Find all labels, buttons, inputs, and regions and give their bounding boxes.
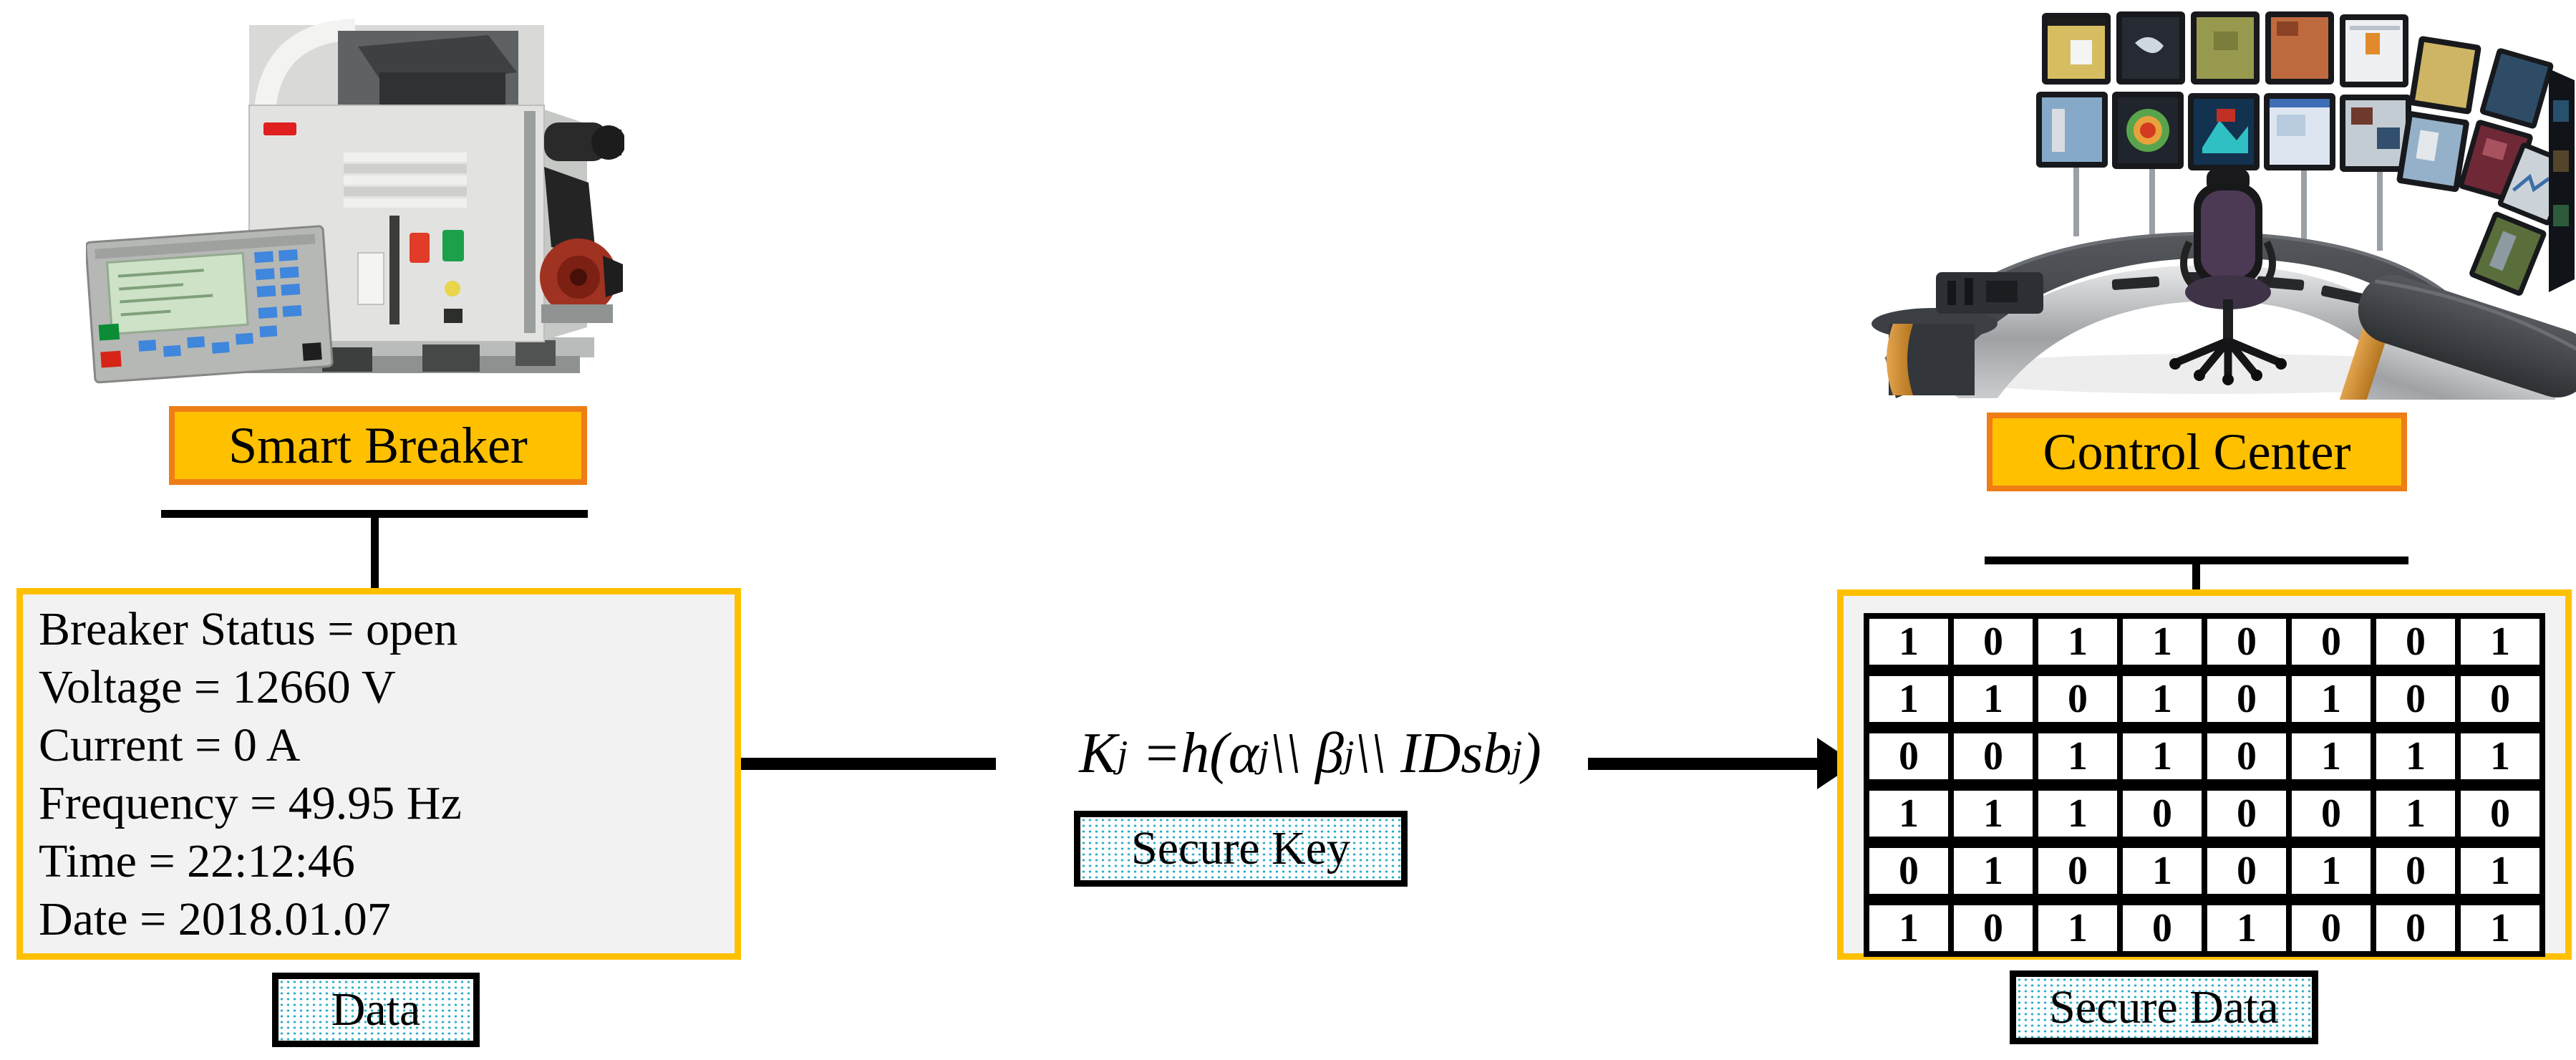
binary-bit: 0	[2371, 676, 2455, 722]
binary-bit: 1	[2117, 848, 2202, 894]
control-center-image	[1872, 11, 2576, 400]
binary-bit: 0	[2455, 676, 2539, 722]
binary-bit: 1	[1948, 791, 2033, 837]
binary-bit: 0	[2286, 791, 2371, 837]
data-line: Time = 22:12:46	[39, 835, 355, 887]
monitor-wall-icon	[2036, 11, 2575, 296]
binary-bit: 0	[2117, 791, 2202, 837]
binary-bit: 1	[2455, 619, 2539, 665]
binary-bit: 1	[2117, 676, 2202, 722]
binary-bit: 0	[2117, 905, 2202, 951]
binary-bit: 0	[2286, 619, 2371, 665]
binary-bit: 0	[2371, 619, 2455, 665]
binary-bit: 1	[2286, 676, 2371, 722]
binary-bit: 1	[2117, 619, 2202, 665]
binary-bit: 1	[1869, 791, 1948, 837]
binary-bit: 0	[1869, 848, 1948, 894]
binary-bit: 1	[2202, 905, 2286, 951]
arrow-line-right-segment	[1588, 758, 1823, 770]
binary-bit: 0	[2371, 848, 2455, 894]
smart-breaker-image	[86, 19, 624, 384]
binary-bit: 1	[2371, 733, 2455, 779]
binary-bit: 1	[2455, 905, 2539, 951]
binary-bit: 1	[1869, 905, 1948, 951]
binary-bit: 0	[2202, 733, 2286, 779]
binary-bit: 1	[1948, 848, 2033, 894]
binary-bit: 1	[2033, 733, 2117, 779]
binary-bit: 1	[2033, 791, 2117, 837]
binary-bit: 1	[1869, 676, 1948, 722]
left-connector-vertical-line	[371, 510, 379, 590]
binary-bit: 1	[1948, 676, 2033, 722]
binary-bit: 0	[1948, 733, 2033, 779]
data-line: Frequency = 49.95 Hz	[39, 777, 462, 829]
chair-icon	[2169, 169, 2287, 385]
data-line: Breaker Status = open	[39, 603, 458, 655]
binary-bit: 1	[1869, 619, 1948, 665]
console-desk-icon	[1872, 231, 2576, 400]
binary-bit: 1	[2455, 733, 2539, 779]
binary-bit: 1	[2286, 733, 2371, 779]
binary-bit: 0	[2033, 848, 2117, 894]
data-line: Voltage = 12660 V	[39, 661, 396, 713]
binary-bit: 1	[2371, 791, 2455, 837]
binary-bit: 1	[2033, 905, 2117, 951]
data-label: Data	[272, 973, 480, 1047]
binary-bit: 1	[2117, 733, 2202, 779]
arrow-line-left-segment	[741, 758, 996, 770]
binary-bit: 0	[1869, 733, 1948, 779]
binary-bit: 0	[2202, 676, 2286, 722]
binary-bit: 0	[1948, 619, 2033, 665]
breaker-hmi-panel-icon	[86, 225, 334, 384]
smart-breaker-label: Smart Breaker	[169, 406, 587, 485]
control-center-label: Control Center	[1987, 413, 2407, 491]
right-connector-vertical-line	[2192, 556, 2200, 592]
data-line: Date = 2018.01.07	[39, 893, 391, 945]
data-line: Current = 0 A	[39, 719, 301, 771]
binary-bit: 0	[2033, 676, 2117, 722]
binary-bit: 1	[2455, 848, 2539, 894]
secure-key-label: Secure Key	[1074, 811, 1408, 887]
binary-bit: 0	[2455, 791, 2539, 837]
binary-bit: 0	[2371, 905, 2455, 951]
binary-bit: 0	[2202, 619, 2286, 665]
binary-bit: 0	[2202, 848, 2286, 894]
binary-bit: 0	[2286, 905, 2371, 951]
breaker-insulators-icon	[540, 122, 624, 323]
binary-bit: 0	[2202, 791, 2286, 837]
binary-bit: 1	[2033, 619, 2117, 665]
secure-data-label: Secure Data	[2010, 970, 2318, 1044]
binary-bit: 1	[2286, 848, 2371, 894]
binary-bit: 0	[1948, 905, 2033, 951]
